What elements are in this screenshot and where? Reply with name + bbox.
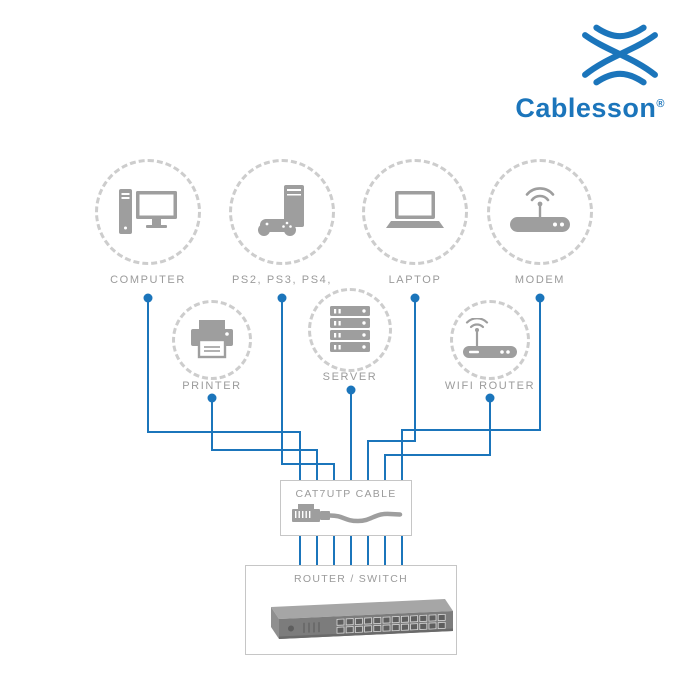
node-game-consoles xyxy=(229,159,335,265)
node-computer xyxy=(95,159,201,265)
device-label-laptop: LAPTOP xyxy=(388,274,442,286)
brand-name: Cablesson xyxy=(515,93,657,123)
connector-dot-server xyxy=(346,385,356,395)
computer-circle xyxy=(95,159,201,265)
cablesson-logo-icon xyxy=(582,24,658,86)
rj45-connector-icon xyxy=(292,504,403,524)
device-label-printer: PRINTER xyxy=(182,380,242,392)
device-label-computer: COMPUTER xyxy=(110,274,186,286)
connector-dot-printer xyxy=(207,393,217,403)
connector-dot-wifi-router xyxy=(485,393,495,403)
wifi-router-circle xyxy=(450,300,530,380)
game-consoles-circle xyxy=(229,159,335,265)
rack-switch-icon xyxy=(271,599,453,639)
device-label-wifi-router: WIFI ROUTER xyxy=(444,380,536,392)
brand-wordmark: Cablesson® xyxy=(495,93,665,124)
game-console-icon xyxy=(258,185,304,236)
connector-dot-laptop xyxy=(410,293,420,303)
printer-circle xyxy=(172,300,252,380)
node-modem xyxy=(487,159,593,265)
connector-dot-modem xyxy=(535,293,545,303)
device-label-server: SERVER xyxy=(322,371,378,383)
cable-box-label: CAT7UTP CABLE xyxy=(295,488,397,500)
node-printer xyxy=(172,300,252,380)
connector-dot-game-consoles xyxy=(277,293,287,303)
laptop-icon xyxy=(386,191,444,228)
registered-mark: ® xyxy=(656,98,665,110)
brand-block: Cablesson® xyxy=(495,22,665,124)
device-label-game-consoles: PS2, PS3, PS4, xyxy=(231,274,333,286)
modem-icon xyxy=(510,187,570,232)
node-laptop xyxy=(362,159,468,265)
device-label-modem: MODEM xyxy=(514,274,566,286)
server-icon xyxy=(330,306,370,352)
printer-icon xyxy=(191,320,233,359)
node-server xyxy=(308,288,392,372)
wifi-router-icon xyxy=(463,318,517,358)
laptop-circle xyxy=(362,159,468,265)
server-circle xyxy=(308,288,392,372)
connector-dot-computer xyxy=(143,293,153,303)
switch-box-label: ROUTER / SWITCH xyxy=(294,573,408,585)
switch-box: ROUTER / SWITCH xyxy=(245,565,457,655)
node-wifi-router xyxy=(450,300,530,380)
cable-box: CAT7UTP CABLE xyxy=(280,480,412,536)
modem-circle xyxy=(487,159,593,265)
computer-icon xyxy=(119,189,177,234)
